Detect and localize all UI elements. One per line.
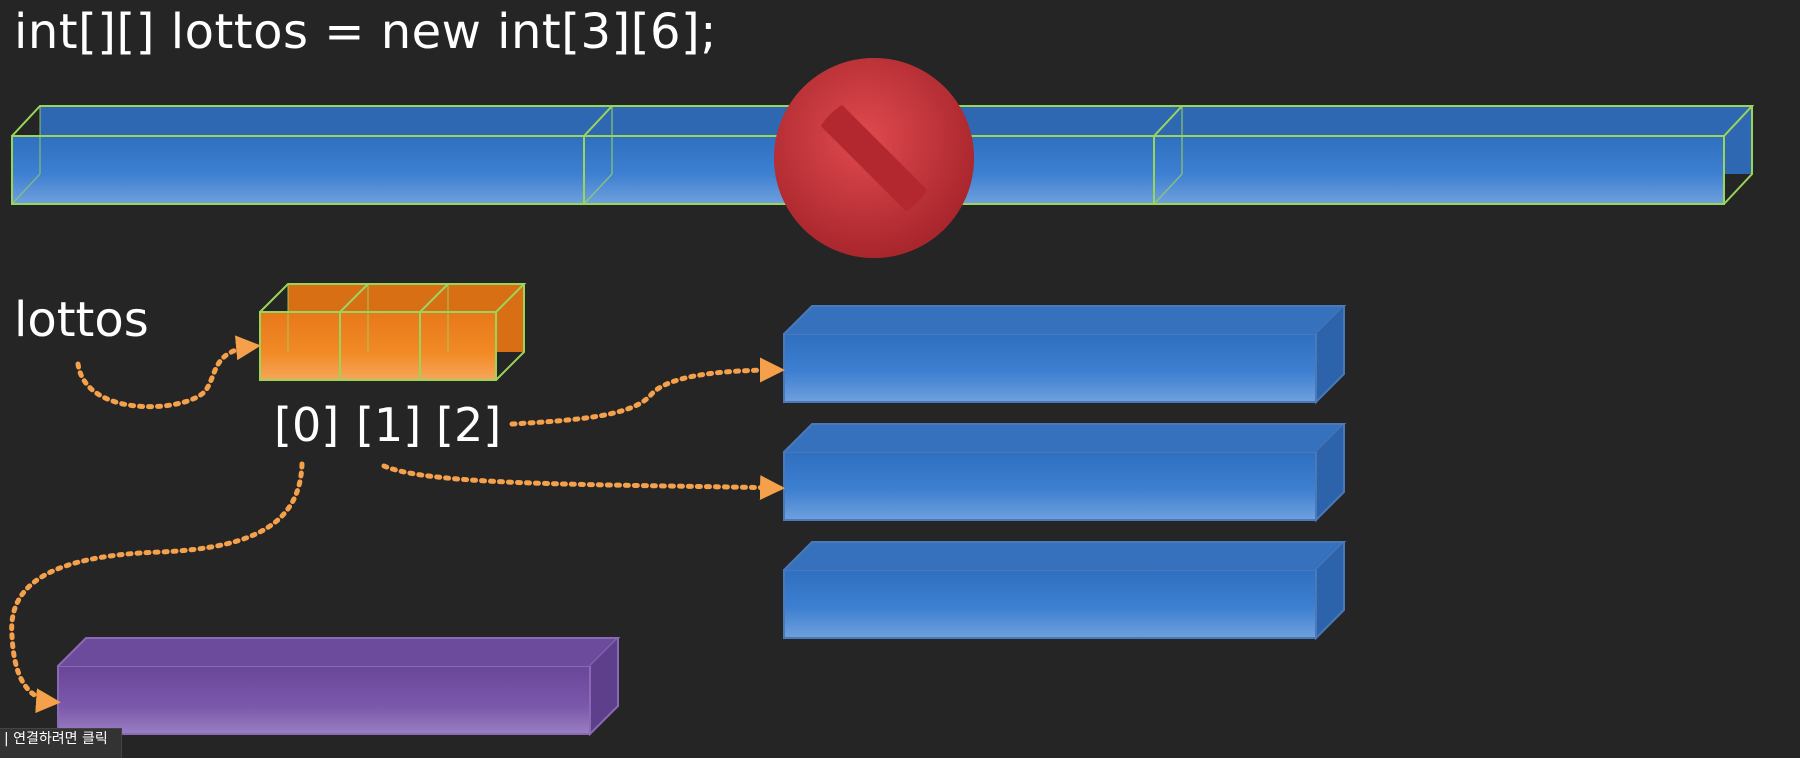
reference-array (259, 283, 527, 381)
index-label-2: [2] (436, 398, 502, 452)
reference-cell-2 (419, 311, 497, 381)
row-array-blue-1 (783, 305, 1347, 405)
prohibited-sign-icon (774, 58, 975, 258)
connect-tooltip[interactable]: | 연결하려면 클릭 (0, 728, 122, 758)
index-label-1: [1] (356, 398, 422, 452)
variable-label: lottos (14, 292, 149, 348)
arrow-variable-to-array (75, 335, 261, 410)
row-array-purple (57, 637, 621, 737)
reference-cell-1 (339, 311, 421, 381)
reference-cell-0 (259, 311, 341, 381)
code-declaration: int[][] lottos = new int[3][6]; (14, 4, 717, 60)
index-label-0: [0] (274, 398, 340, 452)
contiguous-segment-3 (1153, 135, 1725, 205)
arrow-index-2-to-row-1 (509, 357, 785, 427)
contiguous-segment-1 (11, 135, 585, 205)
arrow-index-0-to-purple-row (9, 461, 305, 714)
arrow-index-1-to-row-2 (381, 463, 785, 501)
row-array-blue-2 (783, 423, 1347, 523)
row-array-blue-3 (783, 541, 1347, 641)
